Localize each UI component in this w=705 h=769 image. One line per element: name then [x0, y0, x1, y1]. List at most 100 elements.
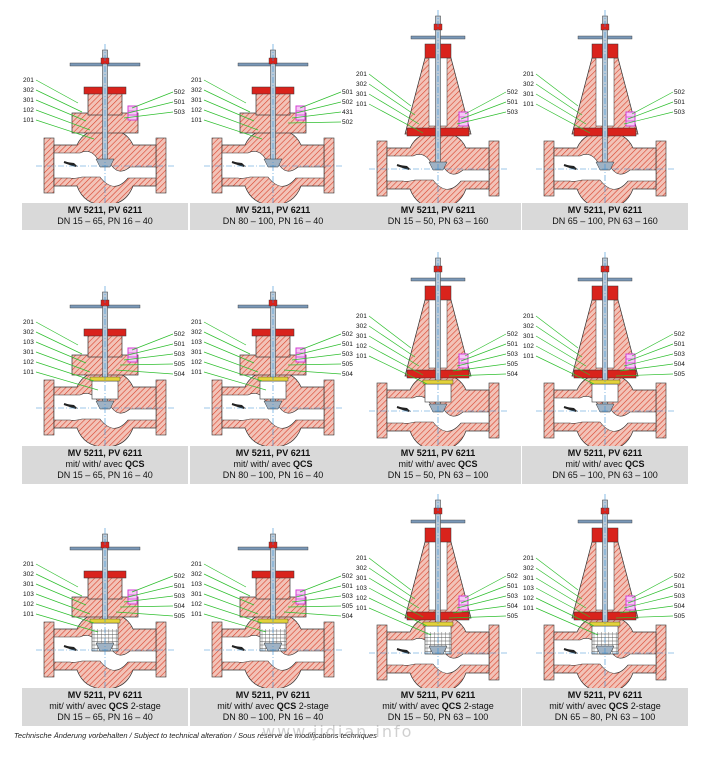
- part-number-label: 201: [191, 319, 202, 326]
- part-number-label: 101: [523, 605, 534, 612]
- part-number-label: 504: [174, 603, 185, 610]
- part-number-label: 301: [356, 333, 367, 340]
- part-number-label: 302: [191, 571, 202, 578]
- part-number-label: 502: [342, 119, 353, 126]
- part-number-label: 201: [356, 71, 367, 78]
- part-number-label: 503: [674, 593, 685, 600]
- part-number-label: 502: [507, 331, 518, 338]
- part-number-label: 504: [342, 371, 353, 378]
- size-pressure-spec: DN 15 – 65, PN 16 – 40: [57, 712, 153, 722]
- option-prefix: mit/ with/ avec: [565, 459, 625, 469]
- part-number-label: 102: [23, 107, 34, 114]
- qcs-label: QCS: [625, 459, 645, 469]
- qcs-option-line: mit/ with/ avec QCS: [522, 459, 688, 470]
- model-name: MV 5211, PV 6211: [235, 690, 311, 700]
- qcs-option-line: mit/ with/ avec QCS 2-stage: [22, 701, 188, 712]
- qcs-label: QCS: [276, 701, 297, 711]
- watermark: www.jidian.info: [262, 722, 414, 741]
- part-number-label: 302: [23, 87, 34, 94]
- part-number-label: 501: [342, 89, 353, 96]
- part-number-label: 101: [23, 117, 34, 124]
- part-number-label: 201: [523, 71, 534, 78]
- size-pressure-spec: DN 65 – 80, PN 63 – 100: [554, 712, 656, 722]
- part-number-label: 101: [23, 369, 34, 376]
- packing-part: [625, 111, 636, 127]
- part-number-label: 501: [507, 99, 518, 106]
- qcs-label: QCS: [293, 459, 313, 469]
- part-number-label: 201: [23, 319, 34, 326]
- part-number-label: 501: [674, 341, 685, 348]
- part-number-label: 502: [507, 573, 518, 580]
- part-number-label: 101: [191, 117, 202, 124]
- part-number-label: 102: [356, 595, 367, 602]
- packing-part: [458, 595, 469, 611]
- part-number-label: 503: [507, 109, 518, 116]
- part-number-label: 503: [342, 593, 353, 600]
- part-number-label: 101: [356, 101, 367, 108]
- model-name: MV 5211, PV 6211: [67, 690, 143, 700]
- part-number-label: 501: [674, 99, 685, 106]
- model-name: MV 5211, PV 6211: [567, 205, 643, 215]
- size-pressure-spec: DN 80 – 100, PN 16 – 40: [222, 470, 324, 480]
- model-name: MV 5211, PV 6211: [235, 448, 311, 458]
- model-name: MV 5211, PV 6211: [567, 690, 643, 700]
- part-number-label: 103: [356, 585, 367, 592]
- part-number-label: 302: [356, 81, 367, 88]
- part-number-label: 505: [507, 613, 518, 620]
- part-number-label: 302: [23, 571, 34, 578]
- part-number-label: 502: [174, 331, 185, 338]
- part-number-label: 502: [507, 89, 518, 96]
- qcs-option-line: mit/ with/ avec QCS: [22, 459, 188, 470]
- part-number-label: 502: [674, 573, 685, 580]
- size-pressure-spec: DN 65 – 100, PN 63 – 100: [552, 470, 658, 480]
- part-number-label: 502: [174, 89, 185, 96]
- qcs-label: QCS: [125, 459, 145, 469]
- part-number-label: 505: [342, 603, 353, 610]
- part-number-label: 501: [342, 583, 353, 590]
- part-number-label: 503: [507, 593, 518, 600]
- part-number-label: 504: [674, 361, 685, 368]
- qcs-option-line: mit/ with/ avec QCS 2-stage: [355, 701, 521, 712]
- part-number-label: 301: [23, 97, 34, 104]
- part-number-label: 302: [523, 565, 534, 572]
- option-prefix: mit/ with/ avec: [65, 459, 125, 469]
- part-number-label: 502: [342, 331, 353, 338]
- part-number-label: 501: [507, 583, 518, 590]
- part-number-label: 501: [342, 341, 353, 348]
- part-number-label: 505: [507, 361, 518, 368]
- part-number-label: 502: [674, 331, 685, 338]
- part-number-label: 101: [523, 101, 534, 108]
- part-number-label: 102: [23, 359, 34, 366]
- part-number-label: 102: [23, 601, 34, 608]
- part-number-label: 503: [507, 351, 518, 358]
- size-pressure-spec: DN 15 – 50, PN 63 – 160: [387, 216, 489, 226]
- qcs-label: QCS: [608, 701, 629, 711]
- part-number-label: 505: [674, 371, 685, 378]
- part-number-label: 501: [174, 99, 185, 106]
- part-number-label: 502: [174, 573, 185, 580]
- qcs-option-line: mit/ with/ avec QCS 2-stage: [190, 701, 356, 712]
- part-number-label: 102: [191, 107, 202, 114]
- part-number-label: 503: [674, 109, 685, 116]
- part-number-label: 301: [523, 91, 534, 98]
- part-number-label: 301: [23, 349, 34, 356]
- option-prefix: mit/ with/ avec: [233, 459, 293, 469]
- part-number-label: 103: [23, 339, 34, 346]
